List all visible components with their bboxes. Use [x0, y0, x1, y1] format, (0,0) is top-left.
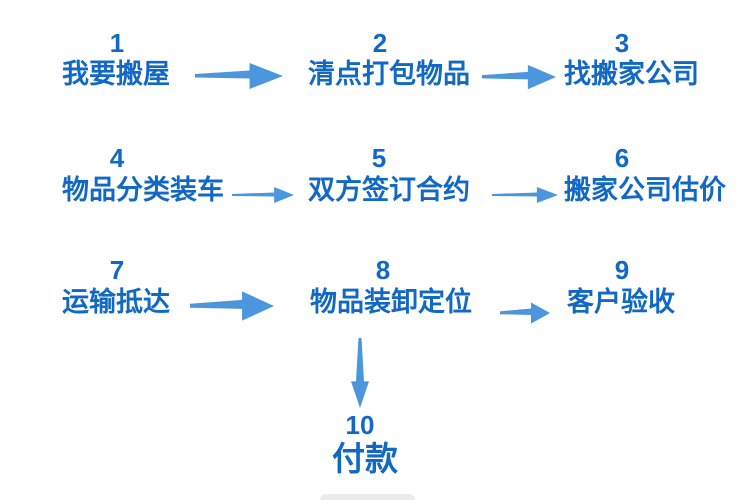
step-8-number: 8: [375, 255, 391, 285]
step-5-label: 双方签订合约: [308, 175, 470, 205]
arrow-right-icon: [195, 60, 283, 92]
step-4-number: 4: [109, 143, 125, 173]
arrow-right-icon: [492, 183, 558, 207]
step-10-number: 10: [345, 410, 375, 440]
step-2-label: 清点打包物品: [308, 59, 470, 89]
step-9-label: 客户验收: [567, 287, 675, 317]
step-3-label: 找搬家公司: [564, 59, 699, 89]
step-1-number: 1: [109, 28, 125, 58]
arrow-right-icon: [190, 288, 274, 324]
cropped-bottom-shape: [320, 494, 415, 500]
step-7-label: 运输抵达: [62, 287, 170, 317]
step-3-number: 3: [614, 28, 630, 58]
arrow-right-icon: [232, 183, 294, 207]
step-2-number: 2: [372, 28, 388, 58]
step-6-label: 搬家公司估价: [564, 175, 726, 205]
step-7-number: 7: [109, 255, 125, 285]
step-5-number: 5: [371, 143, 387, 173]
step-9-number: 9: [614, 255, 630, 285]
arrow-down-icon: [349, 338, 371, 408]
step-1-label: 我要搬屋: [62, 59, 170, 89]
step-4-label: 物品分类装车: [62, 175, 224, 205]
arrow-right-icon: [500, 300, 550, 326]
step-6-number: 6: [614, 143, 630, 173]
arrow-right-icon: [482, 62, 556, 92]
step-8-label: 物品装卸定位: [310, 287, 472, 317]
step-10-label: 付款: [332, 440, 398, 477]
